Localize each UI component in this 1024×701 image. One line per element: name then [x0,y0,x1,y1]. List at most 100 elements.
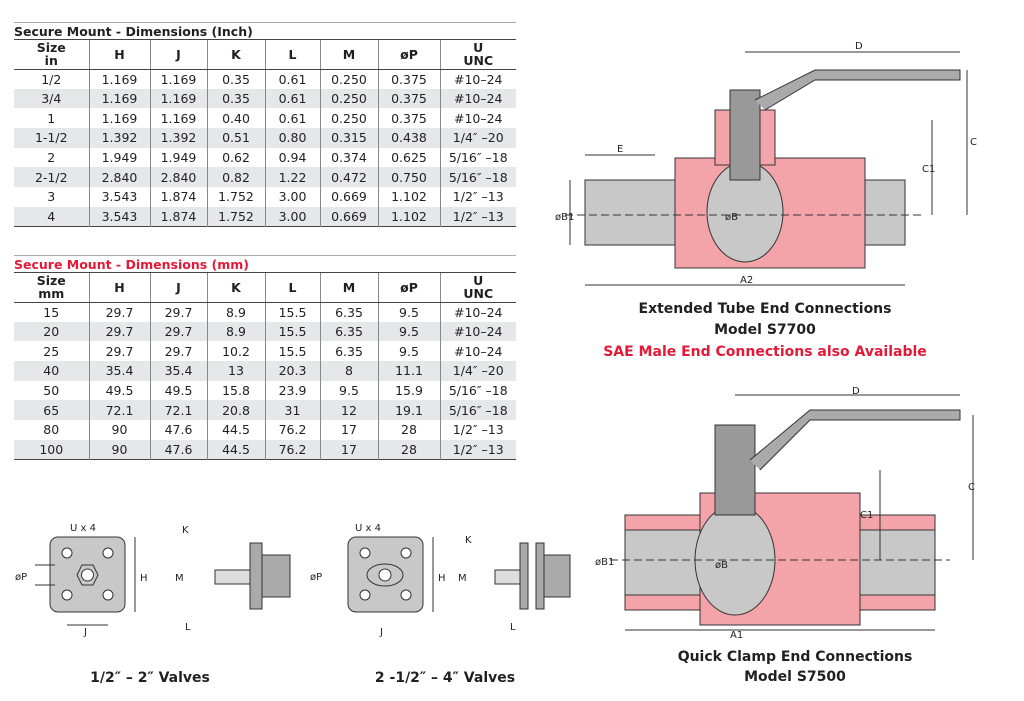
dim-c1: C1 [860,510,873,521]
table-cell: 29.7 [88,302,150,322]
dim-e: E [617,144,623,155]
dim-k: K [465,535,472,546]
table-cell: 0.375 [377,88,440,109]
header-text: UNC [463,286,494,302]
table-cell: 0.80 [264,128,320,148]
dim-d: D [855,41,863,52]
header-text: øP [400,46,418,62]
table-cell: 1.949 [149,147,207,168]
table-cell: 2.840 [149,167,207,188]
column-header: K [206,40,265,70]
dim-l: L [510,622,516,633]
table-cell: 29.7 [88,321,150,342]
table-cell: 15.5 [264,321,320,342]
table-cell: 0.374 [319,147,378,168]
table-cell: 40 [14,361,89,381]
table-cell: 15.9 [377,380,440,401]
dim-p: øP [310,572,322,583]
table-cell: 44.5 [206,439,265,460]
table-cell: 1.169 [149,69,207,89]
table-cell: 1.169 [88,88,150,109]
table-cell: 1.392 [149,128,207,148]
header-text: Size [36,273,66,289]
table-cell: 17 [319,439,378,460]
dim-j: J [379,627,383,638]
header-text: H [114,46,125,62]
dim-d: D [852,386,860,397]
table-cell: 35.4 [149,361,207,381]
header-text: U [473,273,484,289]
s7500-caption-line1: Quick Clamp End Connections [677,649,913,665]
table-cell: 25 [43,343,60,359]
table-cell: 0.250 [319,69,378,89]
table-cell: 3.00 [264,187,320,207]
dim-c: C [968,482,975,493]
column-header: L [264,273,320,303]
header-text: U [473,40,484,56]
table-title: Secure Mount - Dimensions (Inch) [14,22,516,40]
table-cell: 0.315 [319,128,378,148]
large-valves-caption: 2 -1/2″ – 4″ Valves [374,670,516,686]
table-cell: 1.169 [149,108,207,129]
table-cell: 1/2″ –13 [439,439,516,460]
table-cell: #10–24 [439,321,516,342]
header-text: J [176,46,181,62]
dim-b: øB [725,212,738,223]
table-cell: 15.5 [264,341,320,362]
table-cell: 35.4 [88,361,150,381]
table-cell: 0.472 [319,167,378,188]
table-cell: 29.7 [149,302,207,322]
table-cell: 0.375 [377,108,440,129]
table-cell: 1.169 [149,88,207,109]
header-text: in [44,53,58,69]
table-cell: 6.35 [319,341,378,362]
table-cell: 29.7 [149,341,207,362]
table-cell: 100 [14,439,89,460]
dim-m: M [175,573,184,584]
column-header: øP [377,273,440,303]
header-text: K [231,279,241,295]
small-valves-caption: 1/2″ – 2″ Valves [90,670,210,686]
column-header: H [88,40,150,70]
table-cell: 31 [264,400,320,421]
dim-a1: A1 [730,630,743,641]
table-cell: 19.1 [377,400,440,421]
table-cell: 3 [47,189,56,205]
table-cell: 4 [14,206,89,227]
table-cell: 76.2 [264,439,320,460]
column-header: L [264,40,320,70]
header-text: L [288,46,297,62]
table-cell: 1.874 [149,206,207,227]
table-cell: 1/4″ –20 [439,128,516,148]
table-cell: 5/16″ –18 [439,380,516,401]
table-cell: 9.5 [377,321,440,342]
table-cell: 9.5 [377,341,440,362]
dim-b: øB [715,560,728,571]
table-cell: 76.2 [264,420,320,440]
table-cell: 0.625 [377,147,440,168]
table-cell: 1/2″ –13 [439,206,516,227]
table-cell: 1.169 [88,108,150,129]
column-header: J [149,273,207,303]
table-cell: 9.5 [377,302,440,322]
table-cell: 20 [14,321,89,342]
table-cell: 0.438 [377,128,440,148]
table-cell: 0.250 [319,108,378,129]
table-cell: 20.3 [264,361,320,381]
column-header: M [319,273,378,303]
header-text: K [231,46,241,62]
table-cell: #10–24 [439,302,516,322]
table-cell: 90 [88,420,150,440]
table-title: Secure Mount - Dimensions (mm) [14,255,516,273]
table-cell: 2-1/2 [14,167,89,188]
table-cell: 1 [47,110,56,126]
